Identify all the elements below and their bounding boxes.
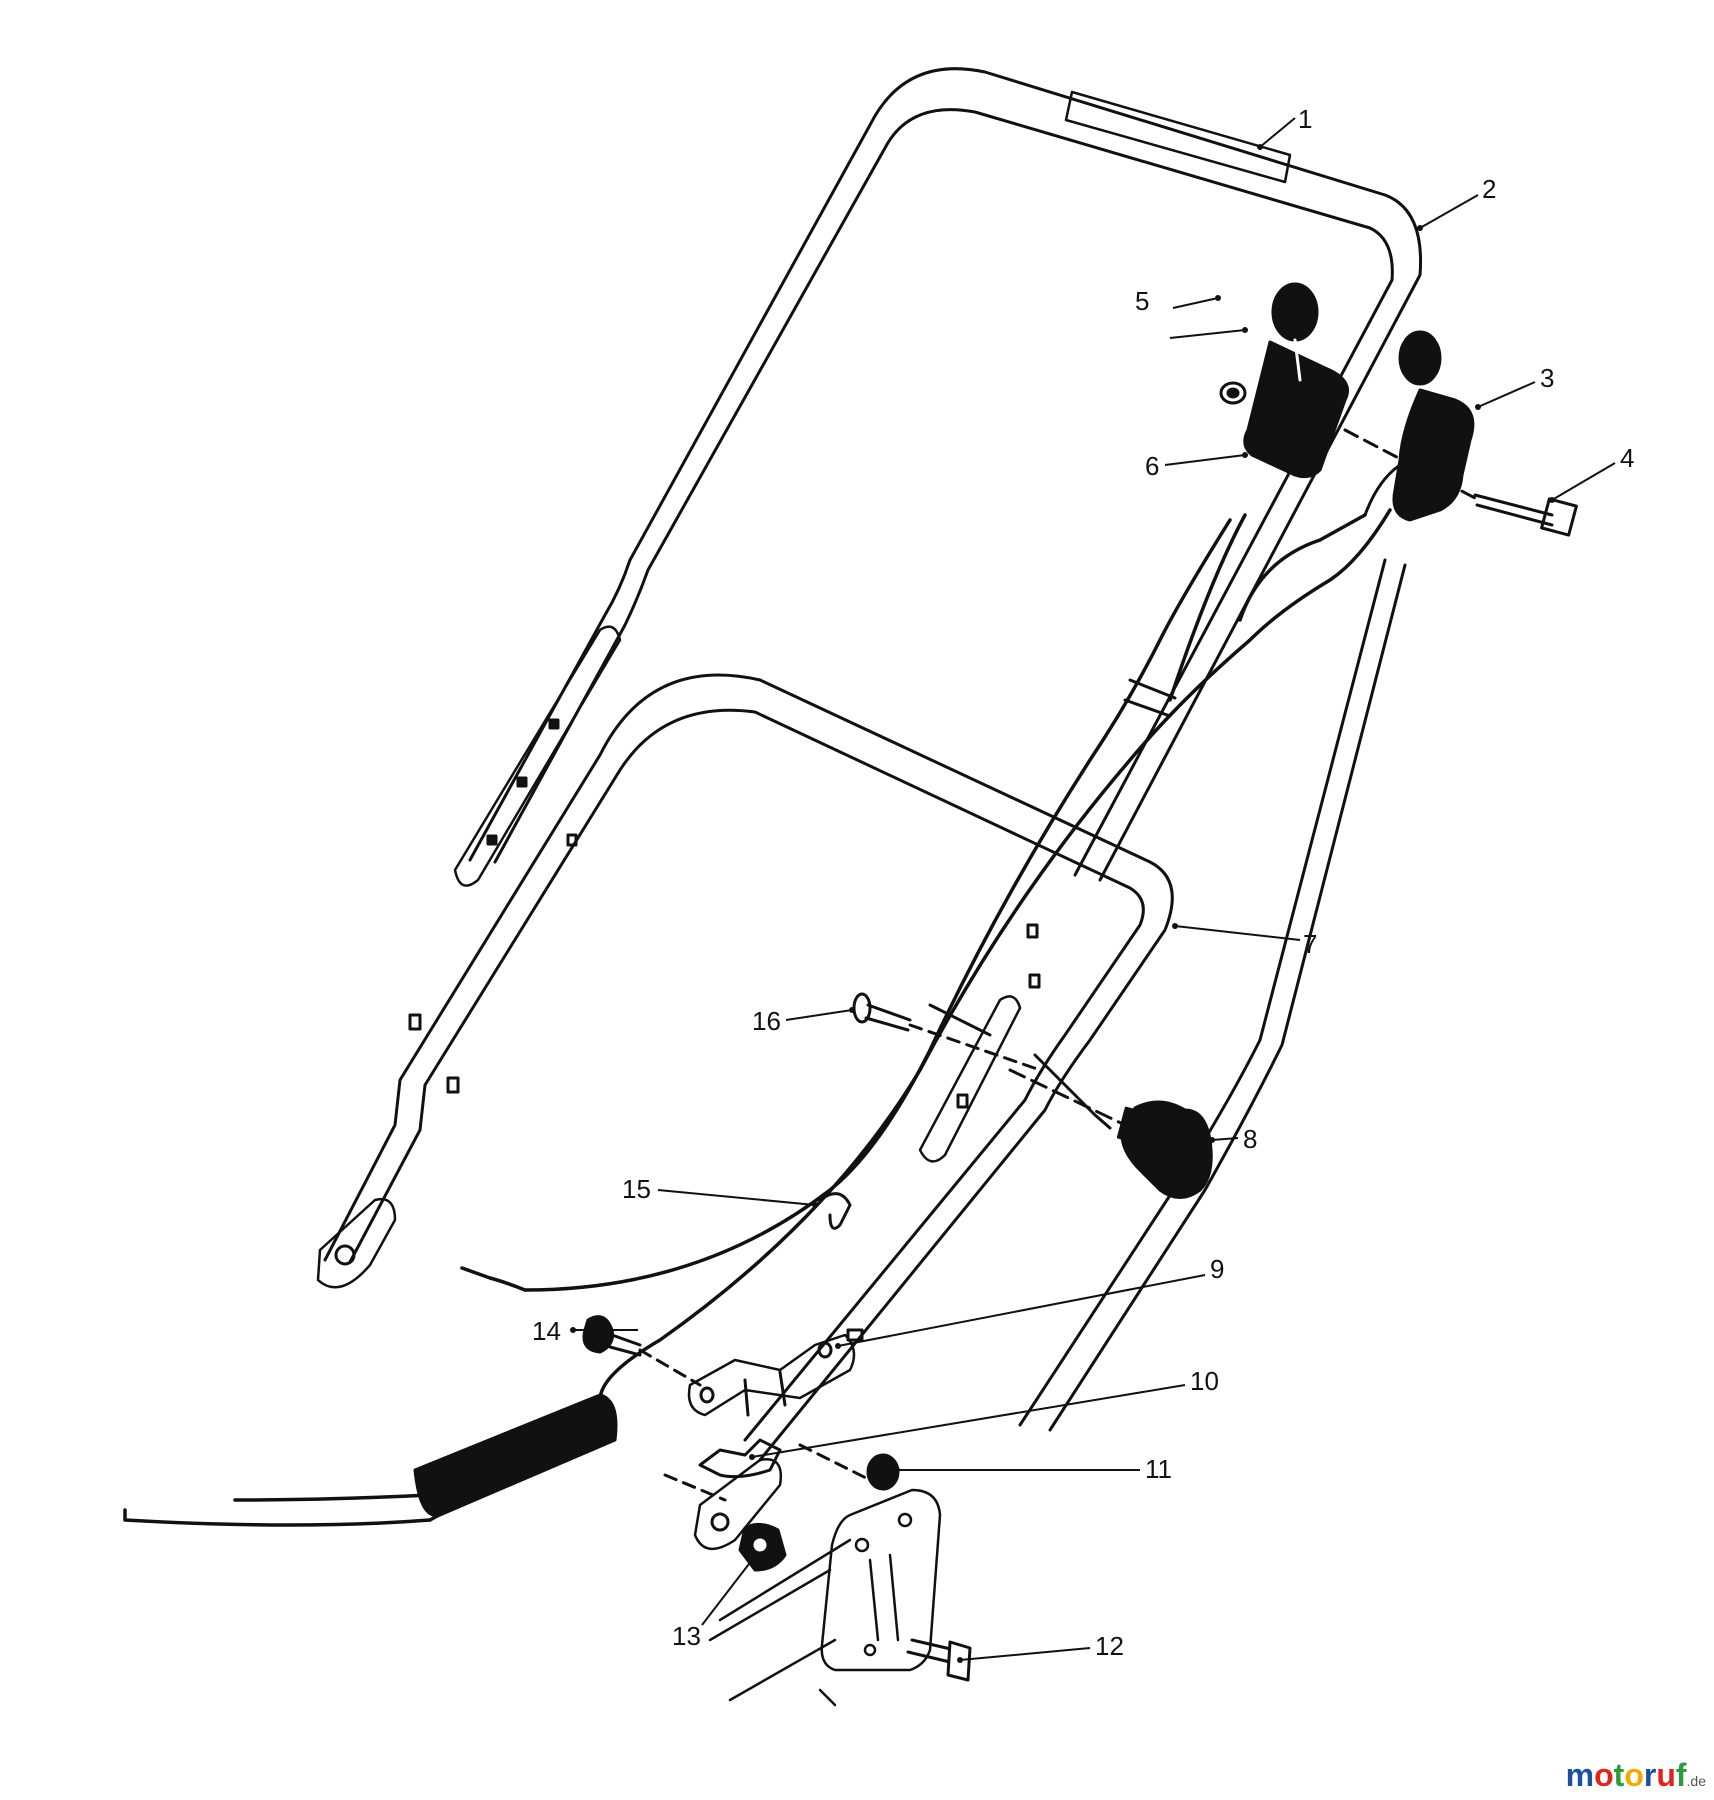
watermark-letter: o xyxy=(1624,1757,1644,1793)
nut-5 xyxy=(1219,381,1247,405)
callout-5: 5 xyxy=(1135,286,1149,316)
leader-dots xyxy=(570,144,1555,1663)
callout-4: 4 xyxy=(1620,443,1634,473)
callout-2: 2 xyxy=(1482,174,1496,204)
callout-6: 6 xyxy=(1145,451,1159,481)
bracket-9 xyxy=(687,1328,864,1417)
clip-15 xyxy=(818,1192,852,1230)
callout-16: 16 xyxy=(752,1006,781,1036)
callout-3: 3 xyxy=(1540,363,1554,393)
callout-15: 15 xyxy=(622,1174,651,1204)
watermark-letter: t xyxy=(1613,1757,1625,1793)
deck-bracket xyxy=(708,1488,942,1707)
knob-8 xyxy=(1116,1100,1213,1199)
callout-10: 10 xyxy=(1190,1366,1219,1396)
callout-1: 1 xyxy=(1298,104,1312,134)
callout-7: 7 xyxy=(1303,929,1317,959)
nut-11 xyxy=(866,1453,900,1491)
watermark-letter: f xyxy=(1675,1757,1687,1793)
callout-13: 13 xyxy=(672,1621,701,1651)
callout-12: 12 xyxy=(1095,1631,1124,1661)
watermark-letter: r xyxy=(1643,1757,1657,1793)
lower-handle xyxy=(316,673,1174,1462)
grip-bar xyxy=(1064,90,1292,184)
watermark-suffix: .de xyxy=(1686,1773,1706,1789)
callout-11: 11 xyxy=(1145,1454,1172,1484)
nut-13 xyxy=(738,1523,787,1572)
watermark-letter: m xyxy=(1565,1757,1595,1793)
bolt-16 xyxy=(852,992,912,1032)
upper-handle xyxy=(453,67,1423,887)
callout-9: 9 xyxy=(1210,1254,1224,1284)
center-tube xyxy=(918,558,1407,1432)
watermark-letter: o xyxy=(1594,1757,1614,1793)
watermark-logo: motoruf.de xyxy=(1566,1757,1706,1794)
callout-14: 14 xyxy=(532,1316,561,1346)
cable-sleeve xyxy=(413,1393,618,1517)
bolt-4 xyxy=(1473,493,1578,537)
bracket-10 xyxy=(698,1438,782,1479)
bolt-14 xyxy=(582,1315,642,1357)
leader-lines xyxy=(573,117,1616,1661)
callout-8: 8 xyxy=(1243,1124,1257,1154)
control-lever-left xyxy=(1243,282,1349,479)
watermark-letter: u xyxy=(1656,1757,1676,1793)
